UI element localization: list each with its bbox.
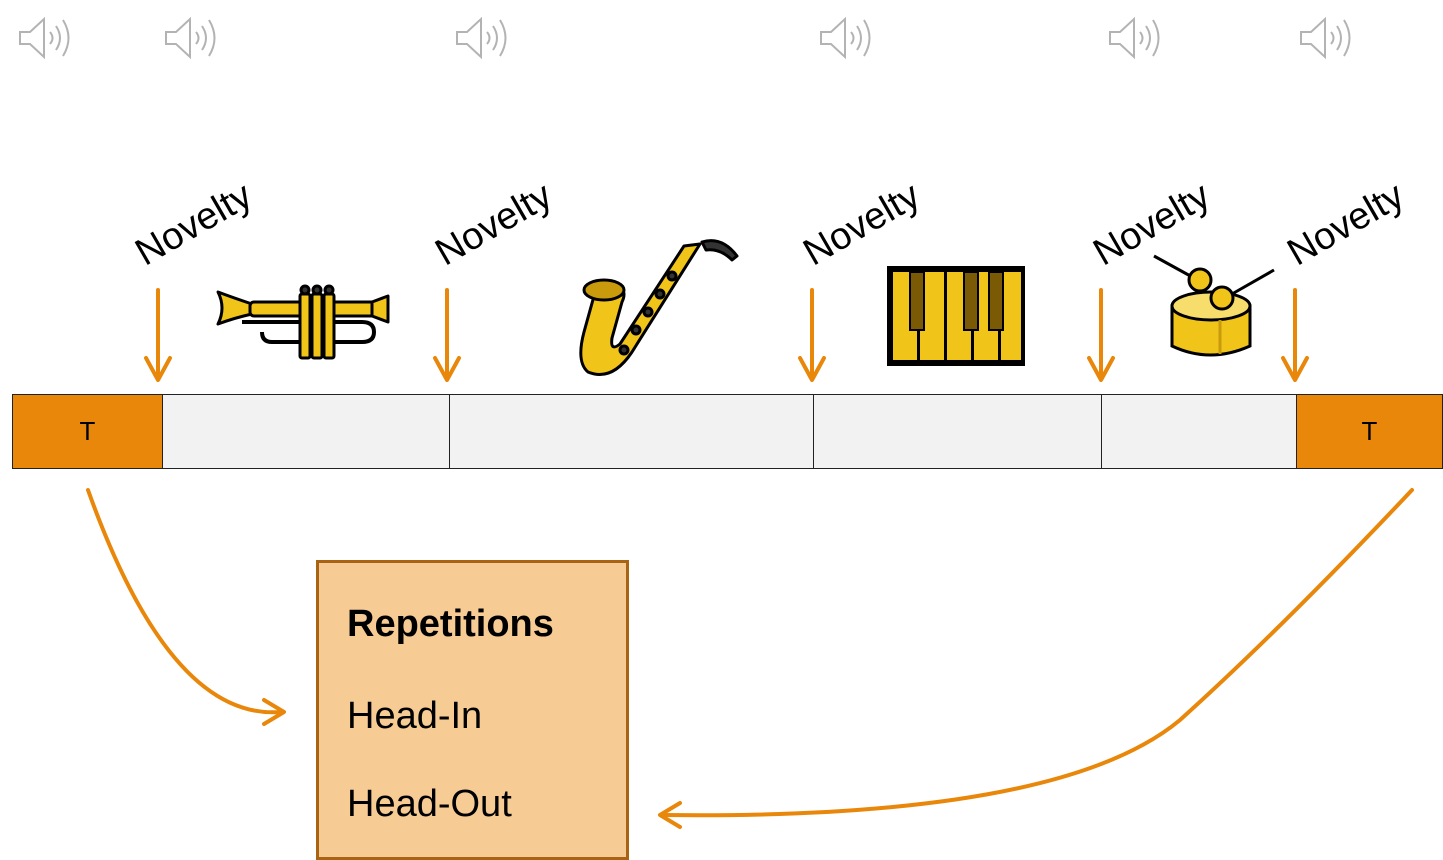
piano-icon — [887, 266, 1025, 366]
speaker-icon[interactable] — [1104, 12, 1174, 64]
theme-segment-end: T — [1296, 394, 1443, 469]
saxophone-icon — [579, 239, 739, 376]
saxophone-segment — [449, 394, 813, 469]
speaker-icon[interactable] — [451, 12, 521, 64]
drum-segment — [1101, 394, 1296, 469]
repetitions-title: Repetitions — [347, 603, 554, 645]
repetitions-item-head-out: Head-Out — [347, 783, 512, 825]
trumpet-icon — [216, 284, 390, 360]
drum-icon — [1153, 254, 1275, 357]
repetitions-box: Repetitions Head-In Head-Out — [316, 560, 629, 860]
speaker-icon[interactable] — [14, 12, 84, 64]
trumpet-segment — [162, 394, 449, 469]
piano-segment — [813, 394, 1101, 469]
speaker-icon[interactable] — [1295, 12, 1365, 64]
repetitions-item-head-in: Head-In — [347, 695, 483, 737]
theme-segment-start: T — [12, 394, 162, 469]
speaker-icon[interactable] — [160, 12, 230, 64]
speaker-icon[interactable] — [815, 12, 885, 64]
